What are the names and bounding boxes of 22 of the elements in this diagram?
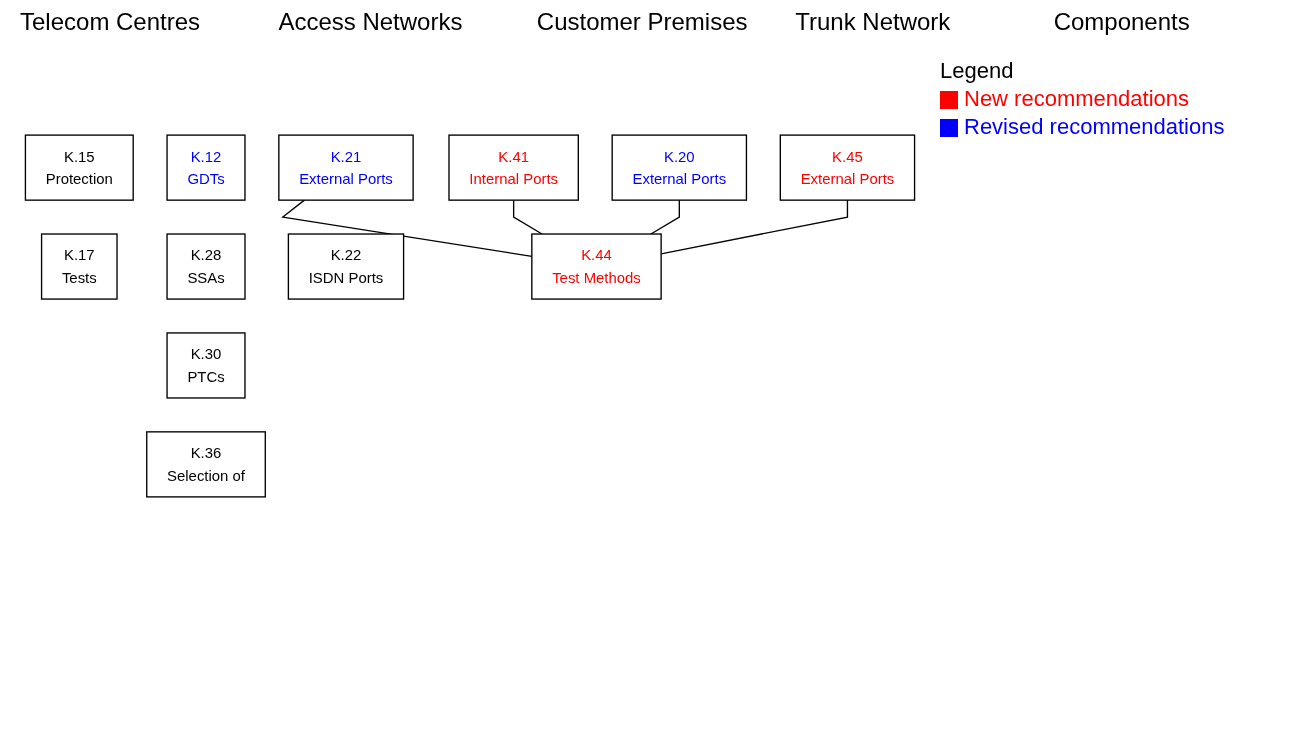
column-heading: Telecom Centres	[20, 8, 202, 36]
column-heading: Components	[1053, 8, 1191, 36]
column-heading: Customer Premises	[536, 8, 749, 36]
connector	[650, 199, 680, 235]
legend-text: New recommendations	[964, 86, 1189, 111]
connector	[512, 199, 543, 235]
column-heading: Trunk Network	[795, 8, 952, 36]
column-heading: Access Networks	[278, 8, 464, 36]
node-box: K.22 ISDN Ports	[287, 233, 405, 300]
node-box: K.15 Protection	[24, 134, 134, 201]
node-box: K.41 Internal Ports	[448, 134, 579, 201]
node-box: K.30 PTCs	[166, 332, 246, 399]
legend-heading: Legend	[940, 58, 1015, 84]
node-box: K.21 External Ports	[278, 134, 414, 201]
node-box: K.44 Test Methods	[531, 233, 662, 300]
node-box: K.36 Selection of	[146, 431, 266, 498]
node-box: K.17 Tests	[40, 233, 118, 300]
node-box: K.12 GDTs	[166, 134, 246, 201]
node-box: K.20 External Ports	[611, 134, 748, 201]
node-box: K.45 External Ports	[779, 134, 916, 201]
node-box: K.28 SSAs	[166, 233, 246, 300]
legend-text: Revised recommendations	[964, 114, 1225, 139]
